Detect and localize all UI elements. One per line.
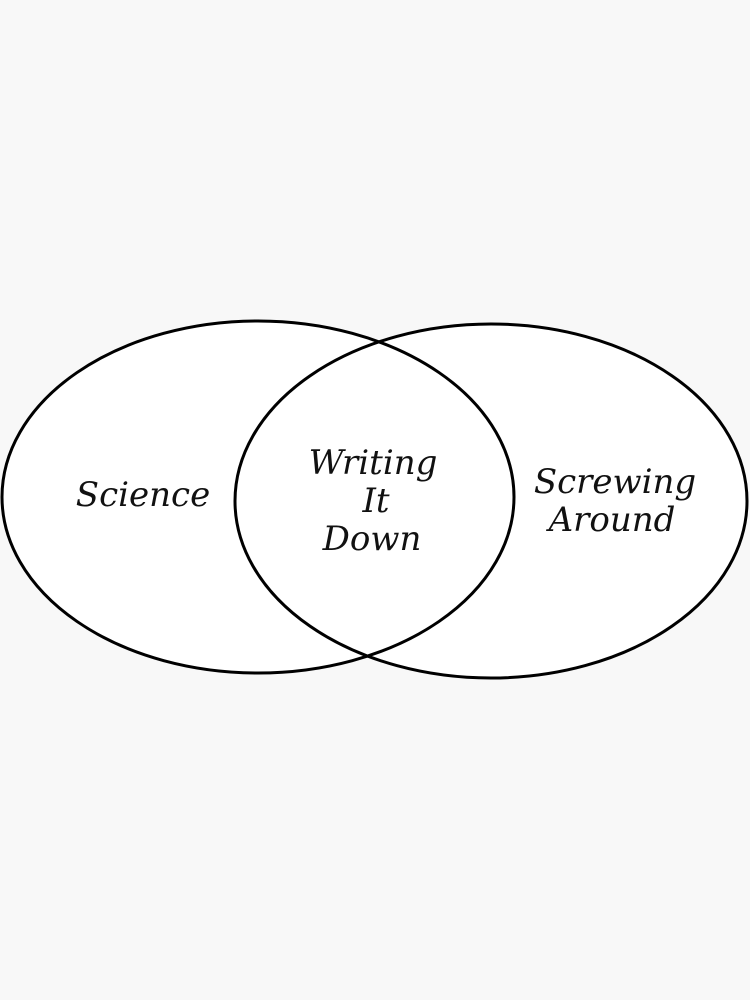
intersection-label-line2: It — [361, 481, 389, 521]
intersection-label-line1: Writing — [309, 443, 438, 483]
left-set-ellipse — [0, 319, 516, 675]
left-set-label: Science — [76, 475, 210, 515]
right-set-fill — [235, 324, 747, 678]
intersection-label-line3: Down — [322, 519, 422, 559]
right-set-ellipse — [233, 322, 749, 680]
right-set-label-line1: Screwing — [534, 462, 696, 502]
right-set-label-line2: Around — [546, 500, 676, 540]
